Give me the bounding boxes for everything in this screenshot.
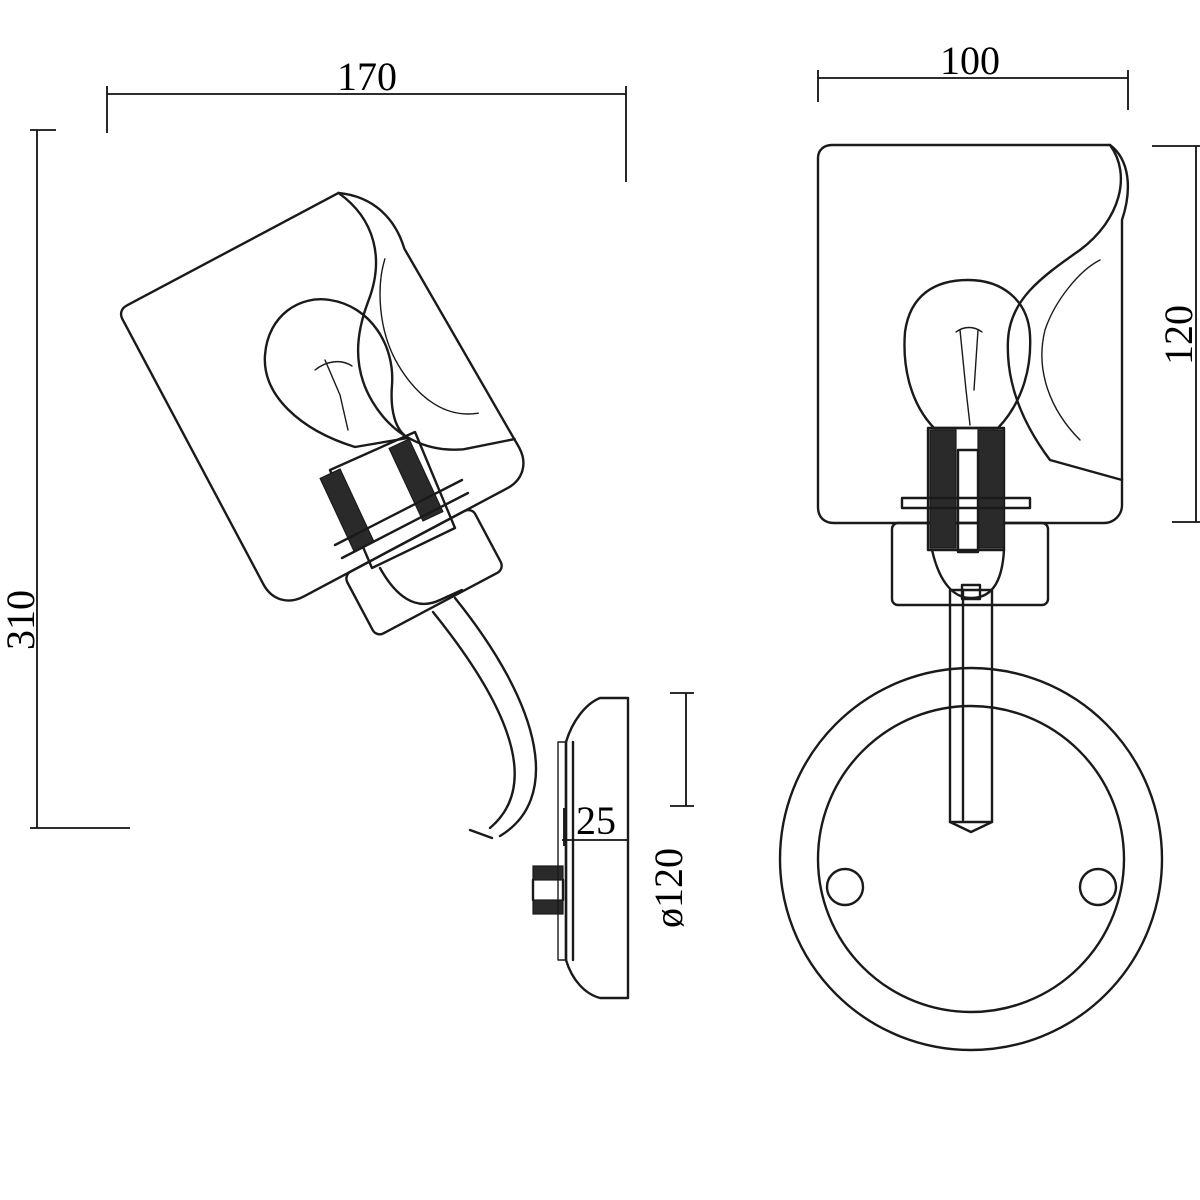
dimension-diameter-120: ø120 (646, 692, 694, 928)
backplate-side (557, 696, 630, 1000)
dimension-label-120: 120 (1156, 305, 1200, 365)
arm-connector (531, 865, 565, 915)
front-shade (816, 143, 1130, 607)
side-view-lamp (119, 191, 630, 1000)
front-view-lamp (778, 143, 1164, 1052)
side-shade (119, 191, 525, 636)
dimension-label-diameter-120: ø120 (646, 848, 691, 928)
dimension-310: 310 (0, 129, 130, 829)
dimension-label-310: 310 (0, 590, 43, 650)
curved-arm (431, 596, 538, 840)
side-socket (319, 430, 470, 606)
dimension-label-170: 170 (337, 54, 397, 99)
dimension-100: 100 (817, 38, 1129, 110)
dimension-label-100: 100 (940, 38, 1000, 83)
front-backplate (778, 666, 1164, 1052)
dimension-120: 120 (1152, 145, 1200, 523)
dimension-170: 170 (106, 54, 627, 182)
side-bulb (263, 298, 410, 449)
front-socket (900, 426, 1032, 601)
front-bulb (903, 278, 1032, 430)
dimension-label-25: 25 (576, 798, 616, 843)
dimension-25: 25 (562, 798, 629, 846)
front-arm (948, 588, 994, 834)
